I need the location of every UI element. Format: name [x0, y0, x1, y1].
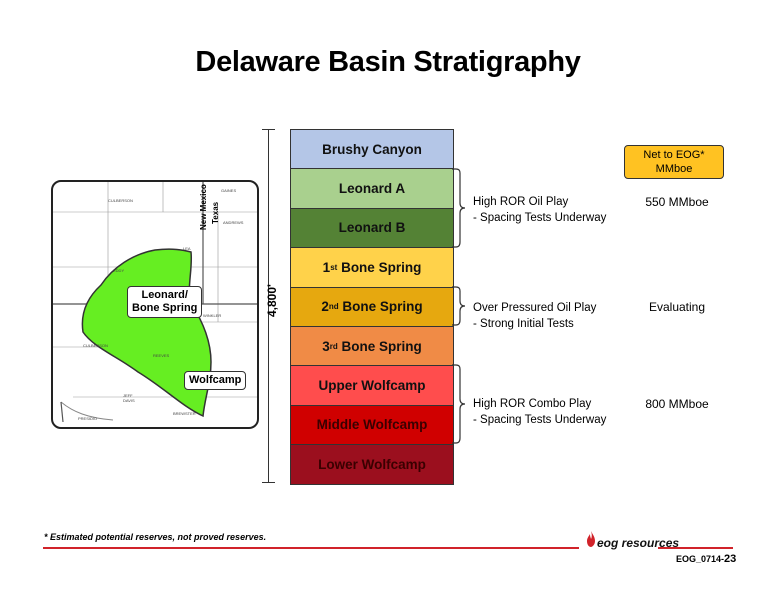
footer-rule-right: [658, 547, 733, 549]
reserve-leonard: 550 MMboe: [645, 195, 709, 209]
reserve-bone-spring: Evaluating: [648, 300, 706, 314]
layer-name-rest: Bone Spring: [337, 259, 422, 275]
play-leonard-line2: - Spacing Tests Underway: [473, 212, 607, 224]
leonard-map-label: Leonard/ Bone Spring: [127, 286, 203, 318]
layer-0: Brushy Canyon: [291, 130, 453, 170]
layer-name: Upper Wolfcamp: [318, 378, 426, 394]
svg-text:LEA: LEA: [183, 246, 191, 251]
layer-name: Lower Wolfcamp: [318, 456, 426, 472]
layer-name-sup: nd: [328, 302, 339, 312]
svg-text:PRESIDIO: PRESIDIO: [78, 416, 97, 421]
wolfcamp-map-label: Wolfcamp: [184, 371, 247, 390]
layer-name: Leonard B: [338, 220, 406, 236]
play-leonard: High ROR Oil Play - Spacing Tests Underw…: [473, 194, 606, 226]
layer-name: Middle Wolfcamp: [316, 417, 428, 433]
play-wolfcamp-line1: High ROR Combo Play: [473, 398, 592, 410]
play-bone-spring-line1: Over Pressured Oil Play: [473, 302, 597, 314]
company-logo: eog resources: [597, 536, 680, 550]
layer-2: Leonard B: [291, 208, 453, 249]
play-bone-spring: Over Pressured Oil Play - Strong Initial…: [473, 300, 596, 332]
layer-name-rest: Bone Spring: [338, 299, 423, 315]
thickness-scale-line: [268, 129, 269, 483]
slide-code: EOG_0714-23: [676, 553, 736, 565]
svg-text:CULBERSON: CULBERSON: [83, 343, 108, 348]
play-wolfcamp-line2: - Spacing Tests Underway: [473, 414, 607, 426]
svg-text:REEVES: REEVES: [153, 353, 170, 358]
footnote: * Estimated potential reserves, not prov…: [44, 532, 267, 542]
svg-text:BREWSTER: BREWSTER: [173, 411, 196, 416]
brace-wolfcamp: [452, 364, 466, 444]
svg-text:CULBERSON: CULBERSON: [108, 198, 133, 203]
play-leonard-line1: High ROR Oil Play: [473, 196, 569, 208]
footer-rule-left: [43, 547, 579, 549]
flame-icon: [587, 531, 595, 547]
svg-text:DAVIS: DAVIS: [123, 398, 135, 403]
layer-name-sup: st: [330, 262, 338, 272]
state-label-tx: Texas: [211, 201, 220, 224]
layer-name: Brushy Canyon: [322, 141, 422, 157]
layer-name: 2: [321, 299, 329, 315]
layer-name: 3: [322, 338, 330, 354]
scale-tick-top: [262, 129, 275, 130]
net-to-eog-header: Net to EOG* MMboe: [624, 145, 724, 179]
layer-name-rest: Bone Spring: [337, 338, 422, 354]
svg-text:GAINES: GAINES: [221, 188, 236, 193]
play-wolfcamp: High ROR Combo Play - Spacing Tests Unde…: [473, 396, 606, 428]
layer-8: Lower Wolfcamp: [291, 445, 453, 484]
svg-text:EDDY: EDDY: [113, 268, 124, 273]
scale-tick-bottom: [262, 482, 275, 483]
svg-text:JEFF: JEFF: [123, 393, 133, 398]
layer-name: Leonard A: [338, 181, 406, 197]
layer-name-sup: rd: [329, 341, 338, 351]
play-bone-spring-line2: - Strong Initial Tests: [473, 318, 574, 330]
svg-text:WINKLER: WINKLER: [203, 313, 221, 318]
brace-leonard: [452, 168, 466, 248]
layer-1: Leonard A: [291, 169, 453, 209]
layer-6: Upper Wolfcamp: [291, 366, 453, 406]
slide-title: Delaware Basin Stratigraphy: [195, 46, 581, 78]
reserve-wolfcamp: 800 MMboe: [645, 397, 709, 411]
slide-code-prefix: EOG_0714-: [676, 554, 725, 564]
svg-text:ANDREWS: ANDREWS: [223, 220, 244, 225]
slide-number: 23: [724, 553, 737, 565]
state-label-nm: New Mexico: [199, 184, 208, 230]
thickness-label: 4,800': [265, 284, 279, 317]
basin-map: CULBERSON GAINES ANDREWS LEA EDDY WINKLE…: [51, 180, 259, 429]
brace-bone-spring: [452, 286, 466, 326]
layer-name: 1: [322, 259, 331, 275]
layer-7: Middle Wolfcamp: [291, 405, 453, 446]
